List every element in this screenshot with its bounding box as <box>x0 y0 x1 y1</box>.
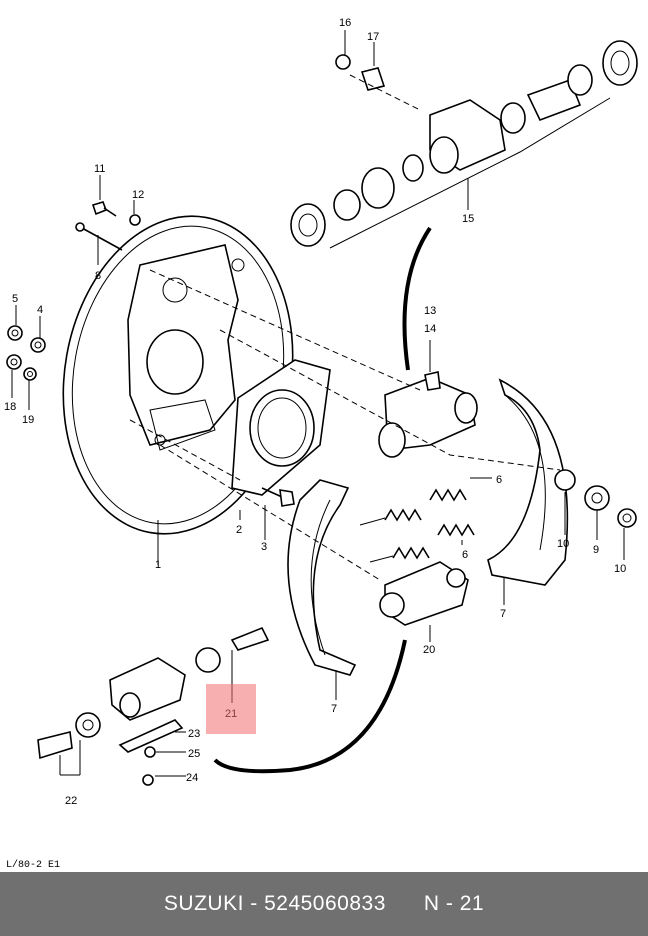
label-5: 5 <box>12 293 18 305</box>
footer-bar: SUZUKI - 5245060833 N - 21 <box>0 872 648 936</box>
label-13: 13 <box>424 305 436 317</box>
label-17: 17 <box>367 31 379 43</box>
adjuster-right <box>554 469 637 528</box>
washers-left <box>6 325 46 381</box>
label-9: 9 <box>593 544 599 556</box>
label-2: 2 <box>236 524 242 536</box>
lower-adjuster-parts <box>37 626 270 786</box>
brake-pipe-upper <box>402 226 432 371</box>
label-15: 15 <box>462 213 474 225</box>
label-8: 8 <box>95 270 101 282</box>
parts-diagram: 16 17 11 12 8 5 4 18 19 13 14 15 6 6 10 … <box>4 17 638 807</box>
brake-shoe-right <box>487 378 569 586</box>
leader-lines <box>11 30 625 777</box>
alignment-lines <box>129 269 561 581</box>
label-25: 25 <box>188 748 200 760</box>
bolt-3 <box>261 487 295 507</box>
label-11: 11 <box>94 163 105 175</box>
brake-shoe-left <box>287 479 357 676</box>
label-12: 12 <box>132 189 144 201</box>
wheel-cylinder-upper <box>290 40 638 249</box>
label-23: 23 <box>188 728 200 740</box>
label-6-top: 6 <box>496 474 502 486</box>
label-7-left: 7 <box>331 703 337 715</box>
label-10-right: 10 <box>614 563 626 575</box>
springs <box>359 488 475 563</box>
label-24: 24 <box>186 772 198 784</box>
label-1: 1 <box>155 559 161 571</box>
label-10-middle: 10 <box>557 538 569 550</box>
bolt-8 <box>75 222 123 251</box>
highlight-box <box>206 684 256 734</box>
drawing-code: L/80-2 E1 <box>6 860 61 871</box>
label-16: 16 <box>339 17 351 29</box>
wheel-cylinder-13 <box>378 371 478 458</box>
label-6-bottom: 6 <box>462 549 468 561</box>
footer-text: SUZUKI - 5245060833 N - 21 <box>163 892 485 915</box>
wheel-cylinder-20 <box>379 561 469 626</box>
label-7-right: 7 <box>500 608 506 620</box>
label-3: 3 <box>261 541 267 553</box>
part-labels: 16 17 11 12 8 5 4 18 19 13 14 15 6 6 10 … <box>4 17 626 807</box>
label-20: 20 <box>423 644 435 656</box>
bolt-11 <box>91 201 117 217</box>
flange-seal <box>231 359 331 496</box>
brake-pipe-lower <box>213 639 407 774</box>
label-18-left: 18 <box>4 401 16 413</box>
label-14: 14 <box>424 323 436 335</box>
label-19: 19 <box>22 414 34 426</box>
label-4: 4 <box>37 304 43 316</box>
nut-12 <box>129 214 141 226</box>
label-22: 22 <box>65 795 77 807</box>
